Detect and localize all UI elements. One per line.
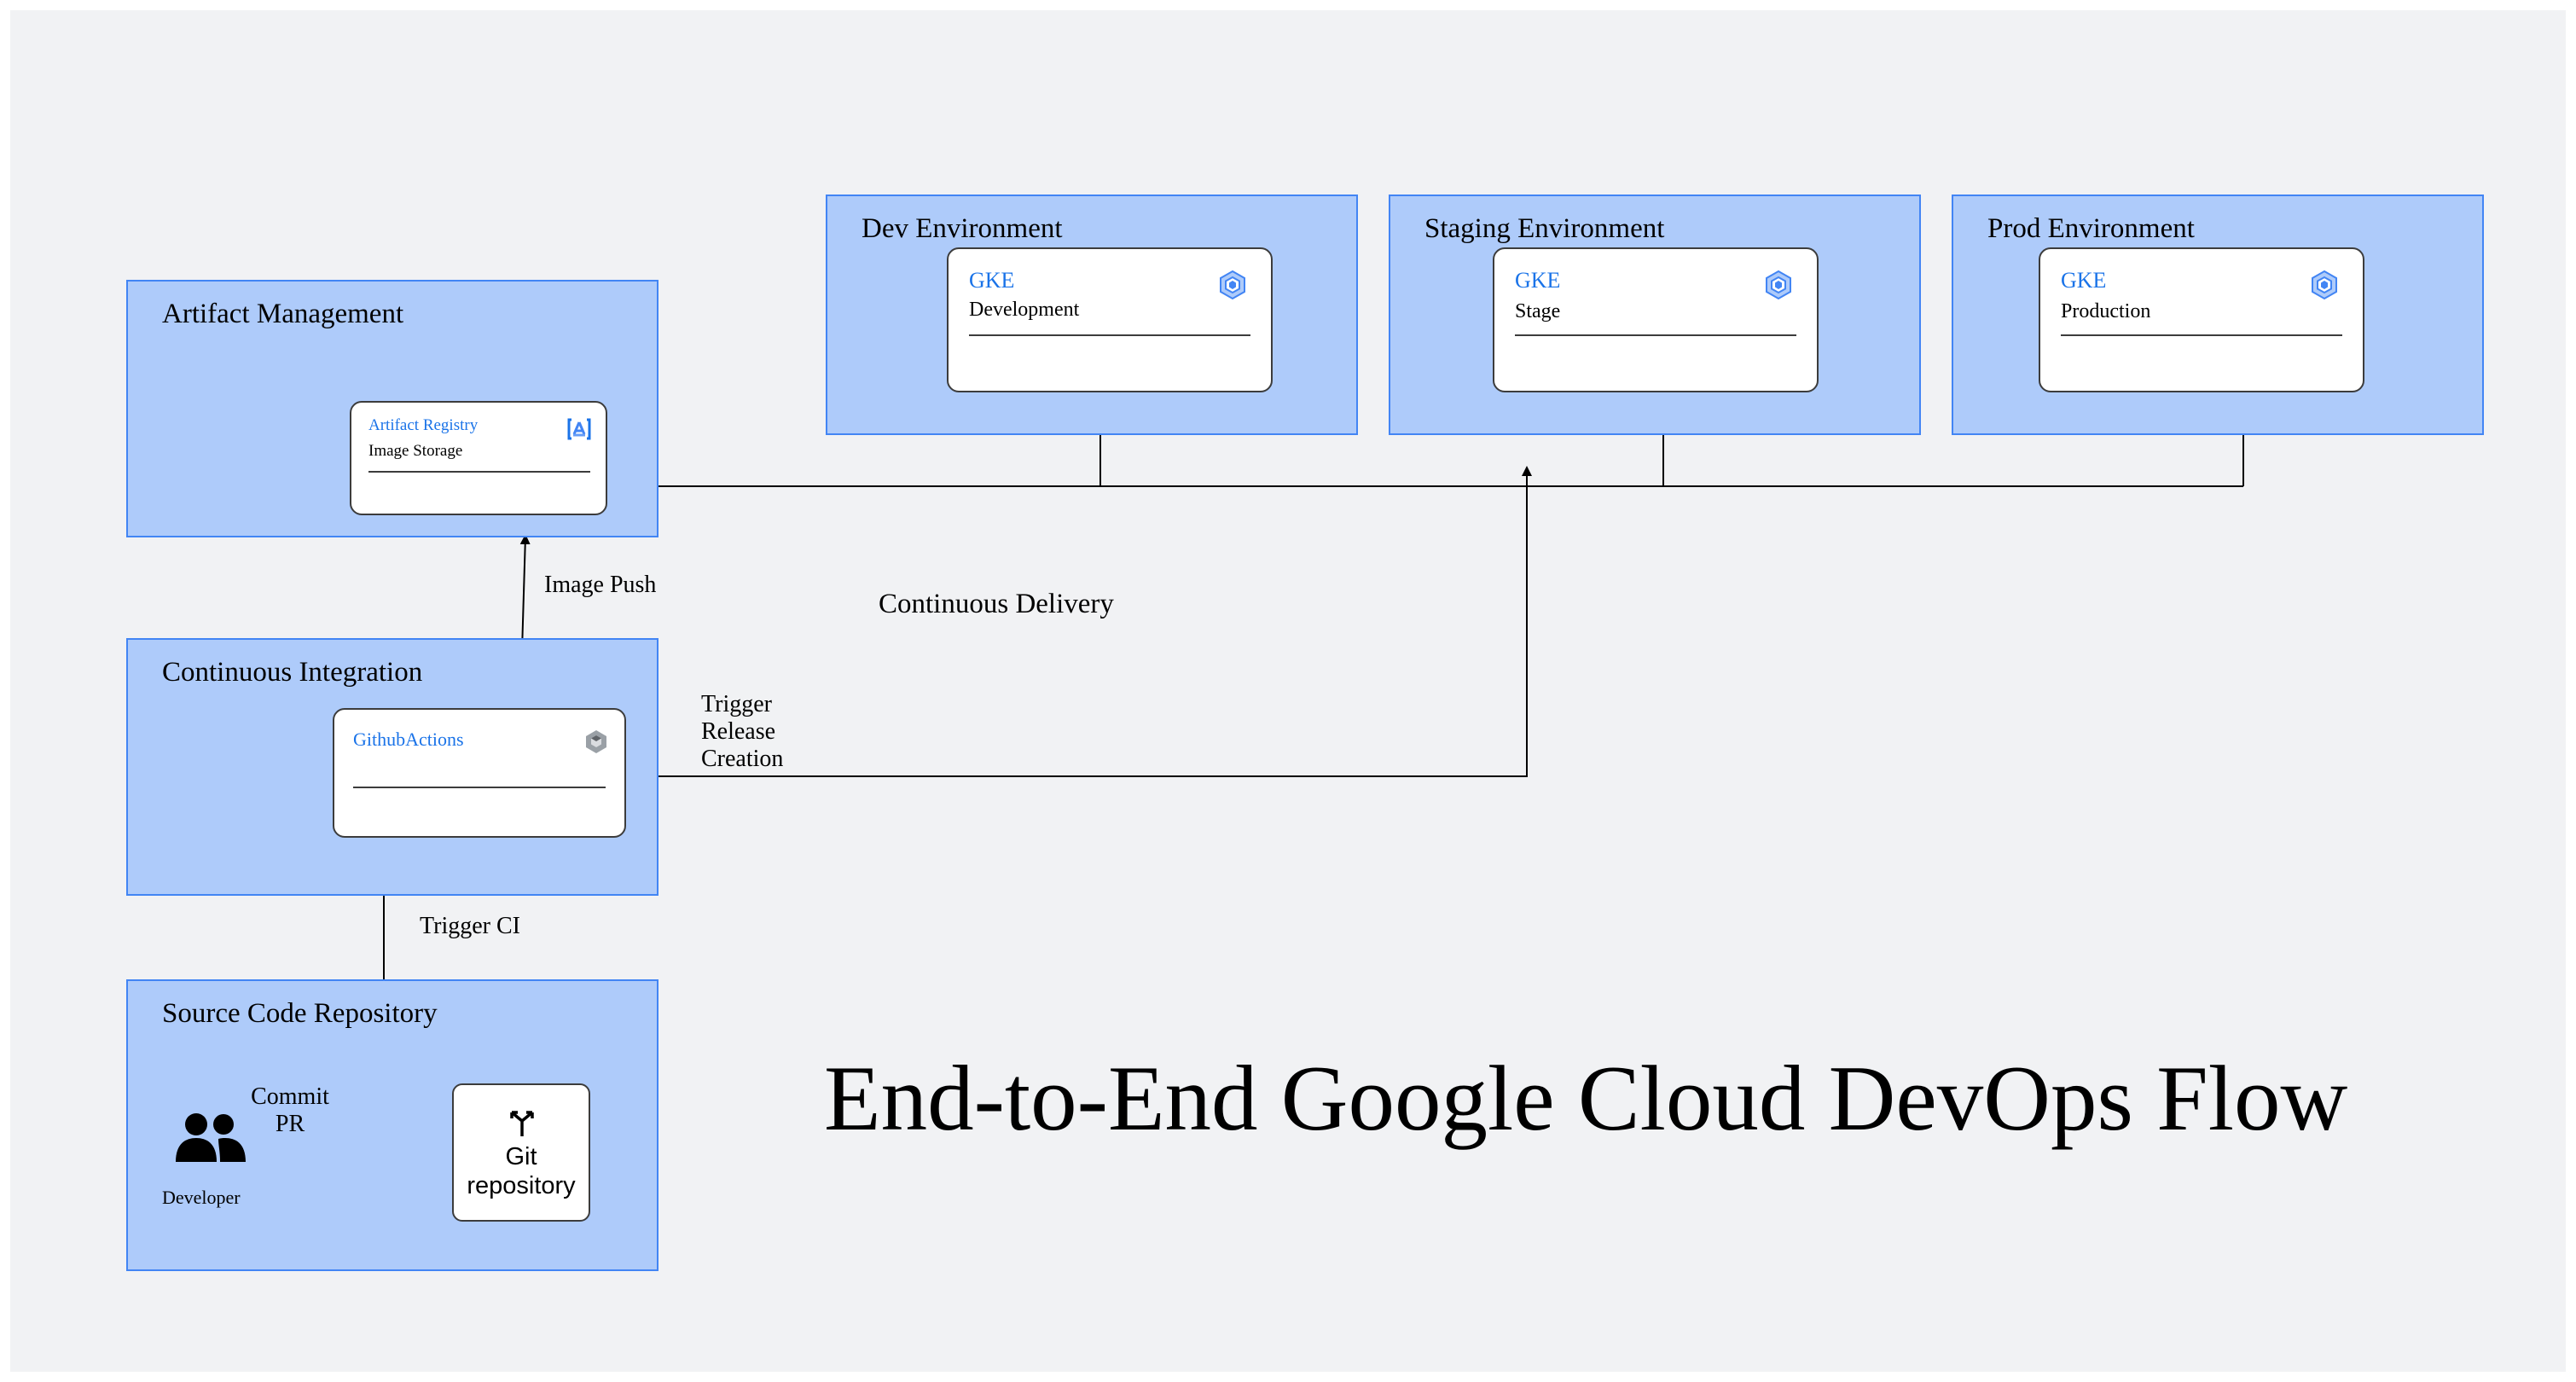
card-divider (2061, 334, 2342, 336)
gke-hexagon-icon (1764, 270, 1793, 305)
group-title: Staging Environment (1424, 213, 1665, 244)
card-title: GithubActions (353, 729, 464, 750)
cloud-build-icon (583, 729, 609, 758)
artifact-registry-icon (566, 416, 592, 446)
git-label-line2: repository (467, 1172, 576, 1199)
commit-label: Commit (251, 1083, 329, 1110)
developer-users-icon (176, 1111, 247, 1170)
group-staging-environment: Staging Environment GKE Stage (1389, 195, 1921, 435)
group-continuous-integration: Continuous Integration GithubActions (126, 638, 659, 896)
card-subtitle: Image Storage (368, 442, 463, 460)
card-divider (969, 334, 1250, 336)
diagram-title: End-to-End Google Cloud DevOps Flow (824, 1047, 2348, 1150)
group-title: Artifact Management (162, 299, 404, 329)
group-title: Source Code Repository (162, 998, 438, 1029)
group-artifact-management: Artifact Management Artifact Registry Im… (126, 280, 659, 537)
card-divider (368, 471, 590, 473)
group-source-code-repository: Source Code Repository Developer Commit … (126, 979, 659, 1271)
card-title: Artifact Registry (368, 416, 479, 434)
trigger-release-label-3: Creation (701, 746, 784, 772)
gke-hexagon-icon (1218, 270, 1247, 305)
card-subtitle: Production (2061, 300, 2151, 322)
card-title: GKE (2061, 268, 2107, 293)
gke-production-card[interactable]: GKE Production (2039, 247, 2364, 392)
card-subtitle: Stage (1515, 300, 1561, 322)
group-title: Prod Environment (1987, 213, 2195, 244)
trigger-release-arrow (623, 466, 1532, 777)
trigger-release-label-1: Trigger (701, 691, 772, 717)
git-branch-icon (507, 1109, 537, 1142)
trigger-release-label-2: Release (701, 718, 776, 745)
gke-development-card[interactable]: GKE Development (947, 247, 1273, 392)
pr-label: PR (275, 1111, 305, 1137)
card-title: GKE (1515, 268, 1561, 293)
gke-hexagon-icon (2310, 270, 2339, 305)
card-divider (1515, 334, 1796, 336)
group-dev-environment: Dev Environment GKE Development (826, 195, 1358, 435)
card-subtitle: Development (969, 299, 1080, 321)
group-prod-environment: Prod Environment GKE Production (1952, 195, 2484, 435)
artifact-registry-card[interactable]: Artifact Registry Image Storage (350, 401, 607, 515)
github-actions-card[interactable]: GithubActions (333, 708, 626, 838)
card-divider (353, 787, 606, 788)
group-title: Continuous Integration (162, 657, 423, 688)
trigger-ci-label: Trigger CI (420, 913, 520, 939)
developer-label: Developer (162, 1187, 241, 1208)
group-title: Dev Environment (862, 213, 1063, 244)
git-label-line1: Git (505, 1143, 537, 1170)
image-push-label: Image Push (544, 572, 657, 598)
gke-stage-card[interactable]: GKE Stage (1493, 247, 1819, 392)
continuous-delivery-label: Continuous Delivery (879, 589, 1114, 619)
card-title: GKE (969, 268, 1015, 293)
git-repository-box[interactable]: Git repository (452, 1083, 590, 1222)
